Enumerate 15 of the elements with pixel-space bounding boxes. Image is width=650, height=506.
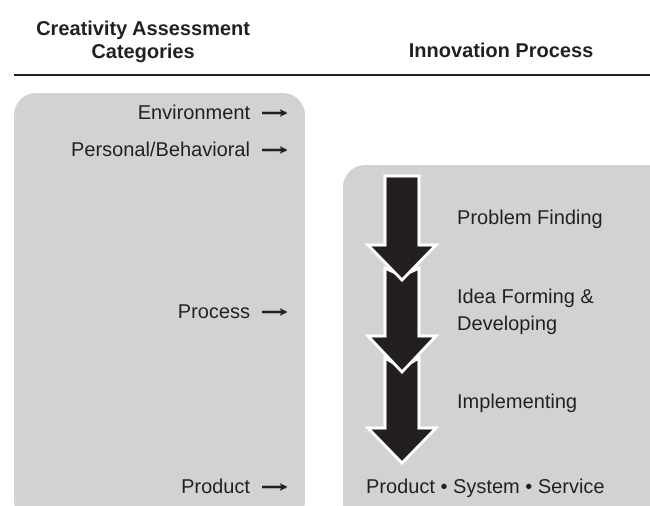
stage-label: Idea Forming & Developing [457,284,632,338]
arrow [262,308,288,316]
stage-label: Implementing [457,389,642,416]
stage-label: Product • System • Service [366,474,648,501]
stage-label: Product [24,474,250,501]
panel-background [14,93,305,506]
stage-label: Process [24,299,250,326]
arrow [262,483,288,491]
stage-label: Environment [24,100,250,127]
arrow [262,146,288,154]
arrow [262,109,288,117]
stage-label: Personal/Behavioral [24,137,250,164]
stage-label: Problem Finding [457,205,642,232]
column-header: Creativity Assessment Categories [35,18,251,64]
column-header: Innovation Process [408,40,594,63]
